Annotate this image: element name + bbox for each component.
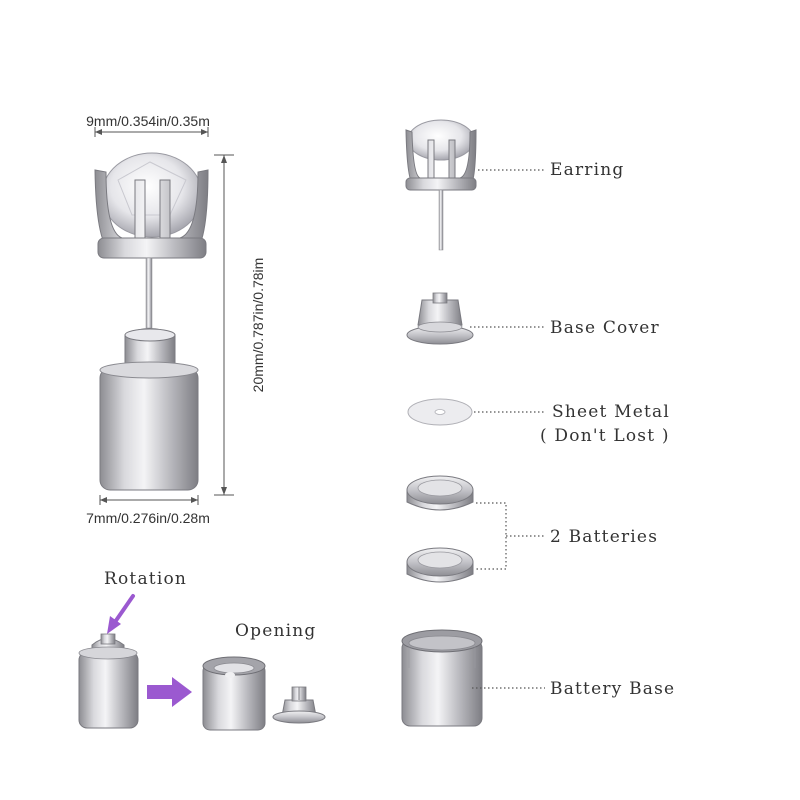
part-sheet-metal [407,398,473,426]
next-step-arrow-icon [147,677,192,707]
height-dimension: 20mm/0.787in/0.78im [214,154,266,496]
height-label: 20mm/0.787in/0.78im [250,258,266,393]
earring-post [145,257,153,329]
step-rotation-label: Rotation [104,569,187,589]
bottom-width-label: 7mm/0.276in/0.28m [86,510,210,526]
part-battery-1 [406,475,474,511]
step-assembled-earring [78,633,139,729]
dimensioned-earring: 9mm/0.354in/0.35m 20mm/0.787in/ [86,113,266,526]
part-base-cover [406,292,474,345]
part-battery-base [401,629,483,727]
step-opened-body [202,656,266,731]
earring-head [94,152,209,259]
rotation-arrow-icon [107,594,135,634]
label-sheet-metal-note: ( Don't Lost ) [540,426,670,446]
label-base-cover: Base Cover [550,318,660,338]
label-battery-base: Battery Base [550,679,675,699]
part-battery-2 [406,547,474,583]
step-removed-cap [272,686,326,724]
earring-body [99,361,199,491]
top-width-dimension: 9mm/0.354in/0.35m [86,113,210,137]
bottom-width-dimension: 7mm/0.276in/0.28m [86,495,210,526]
top-width-label: 9mm/0.354in/0.35m [86,113,210,129]
step-opening-label: Opening [235,621,317,641]
label-batteries: 2 Batteries [550,527,658,547]
part-earring [405,119,477,251]
earring-cap [124,328,176,373]
label-earring: Earring [550,160,624,180]
label-sheet-metal: Sheet Metal [552,402,670,422]
